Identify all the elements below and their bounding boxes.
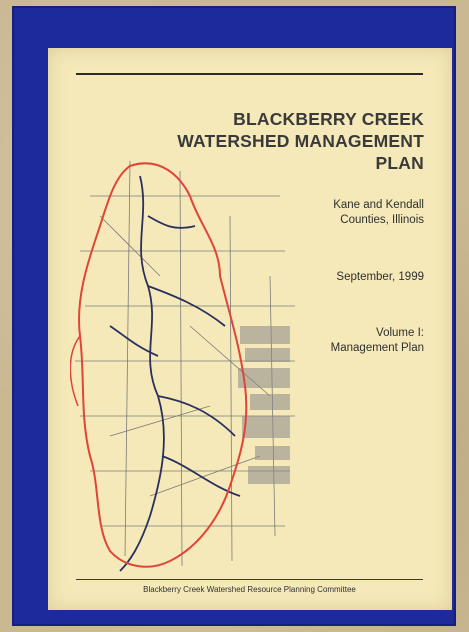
title-line-1: BLACKBERRY CREEK bbox=[233, 109, 424, 129]
title-line-3: PLAN bbox=[375, 153, 424, 173]
counties-line-2: Counties, Illinois bbox=[340, 214, 424, 226]
volume-text: Volume I: Management Plan bbox=[274, 326, 424, 356]
counties-line-1: Kane and Kendall bbox=[333, 199, 424, 211]
stream-network bbox=[109, 175, 241, 572]
boundary-spur bbox=[70, 335, 81, 407]
date-text: September, 1999 bbox=[274, 270, 424, 285]
title-line-2: WATERSHED MANAGEMENT bbox=[177, 131, 424, 151]
date-line: September, 1999 bbox=[336, 271, 424, 283]
cover-footer: Blackberry Creek Watershed Resource Plan… bbox=[143, 585, 356, 594]
volume-line-1: Volume I: bbox=[376, 327, 424, 339]
volume-line-2: Management Plan bbox=[330, 342, 424, 354]
counties-text: Kane and Kendall Counties, Illinois bbox=[274, 198, 424, 228]
road-grid bbox=[75, 160, 295, 567]
cover-title: BLACKBERRY CREEK WATERSHED MANAGEMENT PL… bbox=[94, 108, 424, 174]
report-cover: BLACKBERRY CREEK WATERSHED MANAGEMENT PL… bbox=[48, 48, 452, 610]
bottom-rule bbox=[76, 579, 423, 580]
watershed-map-graphic bbox=[70, 160, 295, 572]
blue-frame: BLACKBERRY CREEK WATERSHED MANAGEMENT PL… bbox=[12, 6, 456, 626]
urban-area bbox=[238, 326, 290, 484]
top-rule bbox=[76, 73, 423, 75]
watershed-boundary bbox=[78, 162, 248, 568]
